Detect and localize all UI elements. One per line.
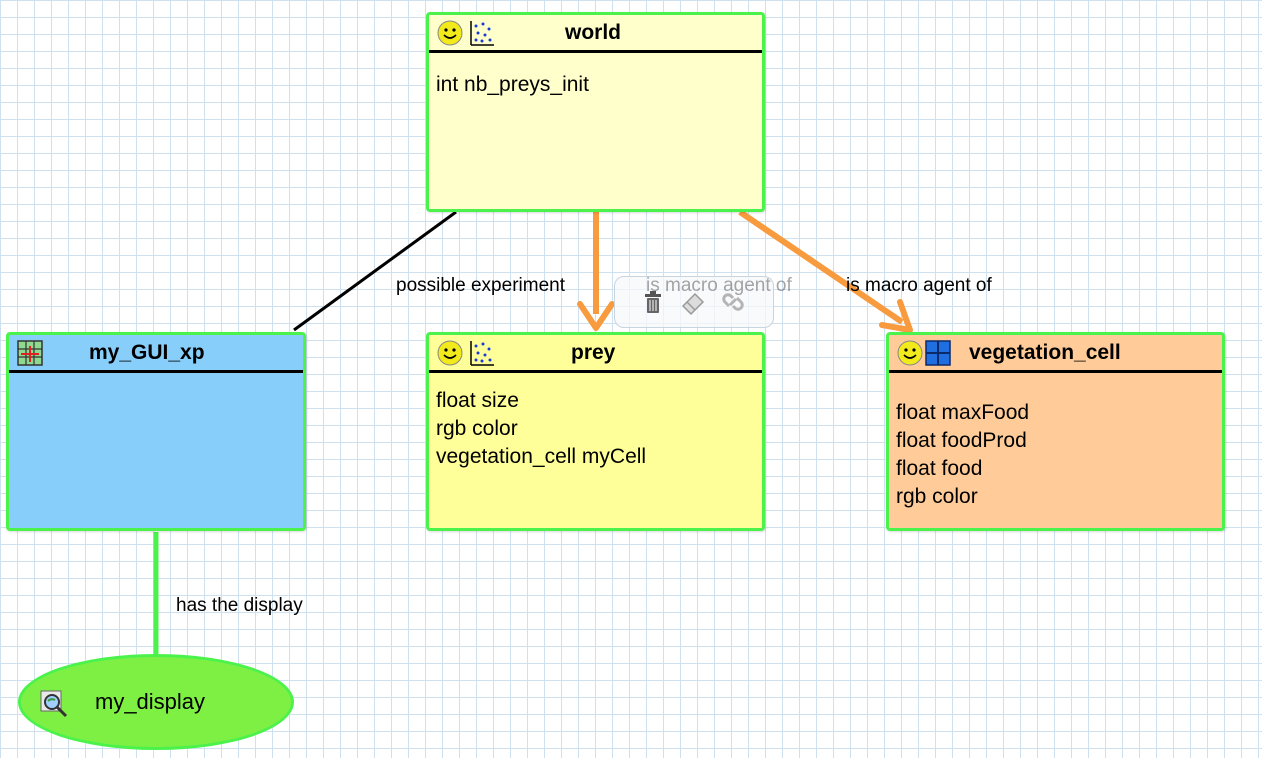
- grid-icon: [925, 340, 951, 366]
- edge-label-is-macro-agent-of-prey: is macro agent of: [646, 275, 792, 296]
- attribute: float food: [896, 457, 983, 480]
- attribute: float size: [436, 389, 519, 412]
- scatter-dots-icon: [470, 21, 494, 46]
- attribute: int nb_preys_init: [436, 73, 589, 96]
- eraser-icon[interactable]: [679, 288, 707, 316]
- node-my-gui-xp-title: my_GUI_xp: [89, 341, 205, 364]
- node-my-gui-xp-header: my_GUI_xp: [9, 335, 303, 373]
- gui-grid-icon: [17, 340, 43, 366]
- attribute: rgb color: [896, 485, 978, 508]
- node-my-gui-xp-body: [9, 373, 303, 387]
- node-prey[interactable]: prey float size rgb color vegetation_cel…: [426, 332, 765, 531]
- smiley-icon: [897, 340, 923, 366]
- node-my-display[interactable]: my_display: [18, 654, 294, 750]
- node-prey-title: prey: [571, 341, 616, 364]
- node-prey-header: prey: [429, 335, 762, 373]
- display-magnifier-icon: [40, 690, 68, 718]
- node-vegetation-cell-title: vegetation_cell: [969, 341, 1121, 364]
- smiley-icon: [437, 340, 463, 366]
- node-my-gui-xp[interactable]: my_GUI_xp: [6, 332, 306, 531]
- smiley-icon: [437, 20, 463, 46]
- node-vegetation-cell[interactable]: vegetation_cell float maxFood float food…: [886, 332, 1225, 531]
- node-world-body: int nb_preys_init: [429, 53, 762, 99]
- link-icon[interactable]: [719, 288, 747, 316]
- edge-toolbar: [614, 276, 774, 328]
- edge-world-gui[interactable]: [293, 210, 457, 332]
- arrowhead-vegetation: [879, 299, 913, 333]
- node-world-title: world: [565, 21, 621, 44]
- node-prey-body: float size rgb color vegetation_cell myC…: [429, 373, 762, 471]
- attribute: rgb color: [436, 417, 518, 440]
- attribute: float maxFood: [896, 401, 1030, 424]
- edge-label-has-the-display: has the display: [176, 595, 303, 616]
- scatter-dots-icon: [470, 341, 494, 366]
- attribute: vegetation_cell myCell: [436, 445, 647, 468]
- node-world-header: world: [429, 15, 762, 53]
- attribute: float foodProd: [896, 429, 1027, 452]
- edge-label-possible-experiment: possible experiment: [396, 275, 565, 296]
- edge-world-vegetation[interactable]: [738, 209, 904, 325]
- trash-icon[interactable]: [639, 288, 667, 316]
- node-world[interactable]: world int nb_preys_init: [426, 12, 765, 212]
- node-my-display-title: my_display: [95, 689, 206, 714]
- edge-label-is-macro-agent-of-vegetation: is macro agent of: [846, 275, 992, 296]
- node-vegetation-cell-body: float maxFood float foodProd float food …: [889, 373, 1222, 511]
- arrowhead-prey: [577, 301, 615, 331]
- node-vegetation-cell-header: vegetation_cell: [889, 335, 1222, 373]
